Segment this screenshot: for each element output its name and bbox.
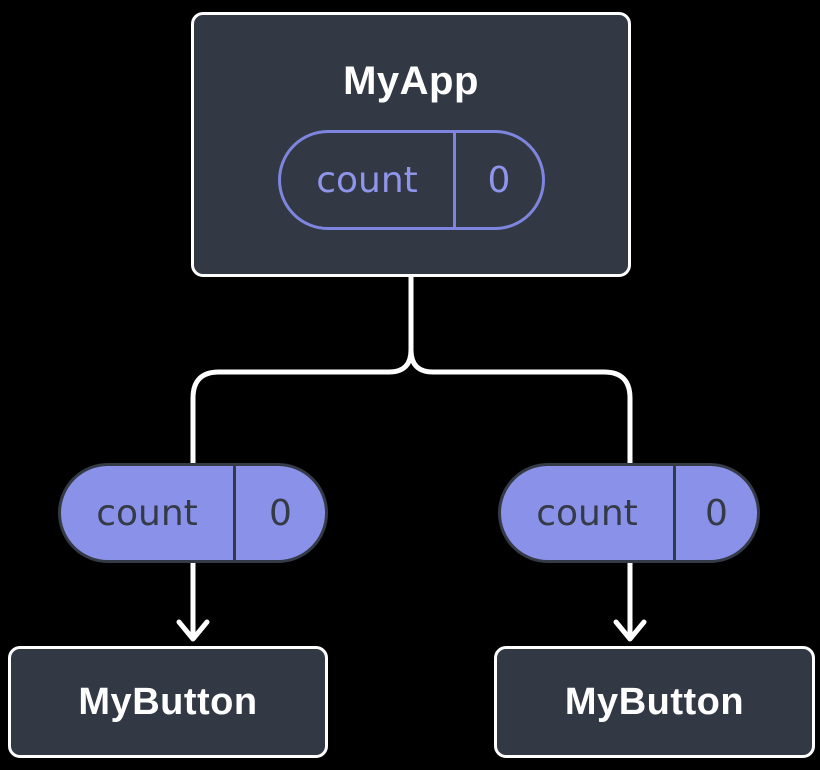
node-title: MyButton (78, 680, 258, 723)
arrowhead-down-icon (176, 619, 210, 642)
prop-value-label: 0 (705, 492, 728, 534)
arrowhead-down-icon (613, 619, 647, 642)
state-pill-root: count 0 (278, 130, 545, 230)
leaf-node-mybutton-right: MyButton (494, 646, 815, 758)
prop-pill-left: count 0 (58, 463, 328, 563)
node-title: MyButton (564, 680, 745, 723)
branch-left-line (190, 275, 414, 639)
branch-right-line (408, 275, 633, 639)
state-name-label: count (281, 133, 456, 227)
node-title: MyApp (343, 59, 479, 103)
prop-name-label: count (61, 466, 236, 560)
state-value-label: 0 (487, 159, 511, 201)
root-node-myapp: MyApp count 0 (191, 12, 631, 277)
prop-pill-right: count 0 (498, 463, 760, 563)
prop-name-label: count (501, 466, 676, 560)
prop-value-label: 0 (269, 492, 292, 534)
leaf-node-mybutton-left: MyButton (8, 646, 328, 758)
